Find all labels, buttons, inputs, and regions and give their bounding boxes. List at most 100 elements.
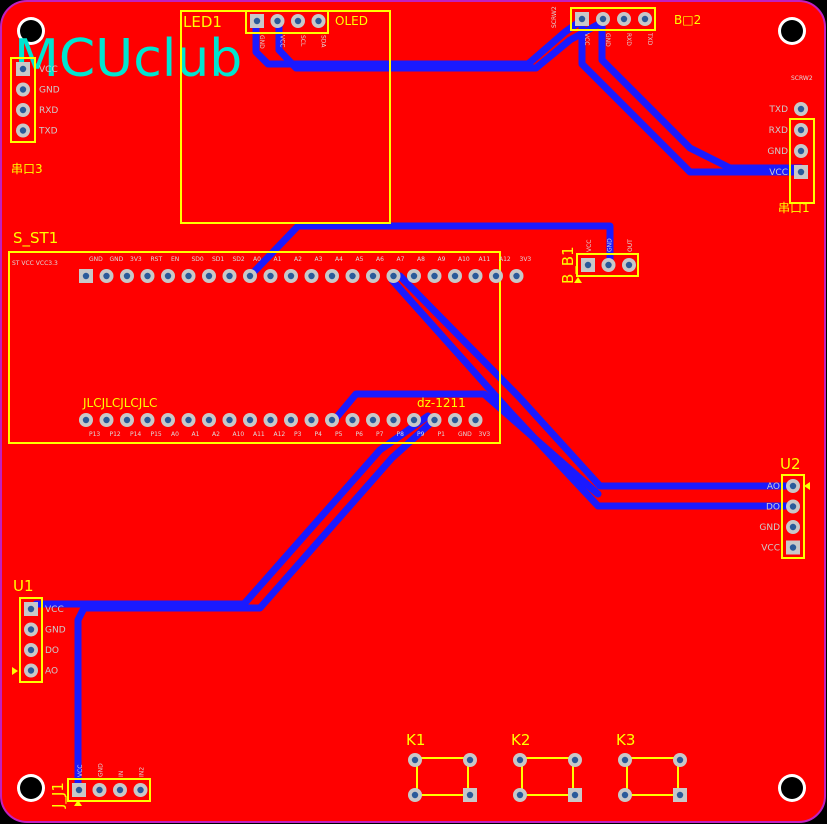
uart2-pad-4 xyxy=(638,12,652,26)
j-j1-label-2: GND xyxy=(98,763,105,777)
uart3-label-3: RXD xyxy=(39,106,58,116)
mcu-bottom-pad-6 xyxy=(181,413,196,427)
j-j1-label-1: VCC xyxy=(77,765,84,777)
u2-label-2: DO xyxy=(766,503,780,513)
uart3-pad-3 xyxy=(16,103,30,117)
buzzer-pad-3 xyxy=(622,258,636,272)
j-j1-pin1-marker xyxy=(74,800,82,806)
u2-pad-4 xyxy=(786,540,800,555)
u1-label-2: GND xyxy=(45,626,66,636)
uart3-pad-1 xyxy=(16,62,30,76)
button-k2-ref: K2 xyxy=(511,731,530,749)
u2-label-4: VCC xyxy=(761,544,780,554)
button-k1-outline xyxy=(415,757,470,796)
button-k3[interactable]: K3 xyxy=(616,731,687,802)
mcu-top-label-10: A1 xyxy=(274,256,282,263)
uart2-pad-2 xyxy=(596,12,610,26)
button-k1[interactable]: K1 xyxy=(406,731,477,802)
mcu-bottom-pad-3 xyxy=(120,413,134,427)
mcu-bottom-label-17: P9 xyxy=(417,431,425,438)
j-j1-ref: J_J1 xyxy=(49,782,68,809)
uart1-label-3: GND xyxy=(767,147,788,157)
mcu-bottom-pad-16 xyxy=(386,413,401,427)
mcu-top-label-21: A12 xyxy=(499,256,511,263)
mcu-top-pad-12 xyxy=(304,269,319,283)
mcu-top-pad-4 xyxy=(140,269,155,283)
button-k1-pad-1 xyxy=(408,753,422,767)
mcu-bottom-label-19: GND xyxy=(458,431,472,438)
mcu-top-pad-3 xyxy=(120,269,134,283)
button-k2[interactable]: K2 xyxy=(511,731,582,802)
uart2-small-label: SCRW2 xyxy=(551,6,558,28)
mcu-bottom-pad-5 xyxy=(161,413,175,427)
mcu-bottom-label-10: A12 xyxy=(274,431,286,438)
mcu-top-pad-11 xyxy=(284,269,298,283)
button-k1-pad-2 xyxy=(463,753,477,767)
mcu-top-label-16: A7 xyxy=(397,256,405,263)
mcu-bottom-label-7: A2 xyxy=(212,431,220,438)
uart1-pad-4 xyxy=(794,165,808,179)
mcu-bottom-pad-1 xyxy=(79,413,93,427)
mcu-bottom-pad-14 xyxy=(345,413,360,427)
mcu-top-label-12: A3 xyxy=(315,256,323,263)
mcu-top-pad-21 xyxy=(489,269,503,283)
mcu-top-pad-19 xyxy=(448,269,462,283)
mcu-bottom-pad-19 xyxy=(448,413,462,427)
mcu-top-pad-10 xyxy=(263,269,278,283)
mcu-top-label-7: SD1 xyxy=(212,256,224,263)
mcu-bottom-label-6: A1 xyxy=(192,431,200,438)
mcu-bottom-label-3: P14 xyxy=(130,431,141,438)
button-k1-pad-4 xyxy=(463,788,477,802)
button-k2-pad-2 xyxy=(568,753,582,767)
uart3-label-4: TXD xyxy=(38,127,58,137)
mcu-top-label-4: RST xyxy=(151,256,163,263)
uart2-pad-3 xyxy=(617,12,631,26)
mcu-bottom-label-18: P1 xyxy=(438,431,446,438)
mcu-bottom-label-12: P4 xyxy=(315,431,323,438)
mcu-top-label-6: SD0 xyxy=(192,256,204,263)
mcu-top-pad-22 xyxy=(509,269,524,283)
uart3-ref: 串口3 xyxy=(11,162,43,176)
buzzer-pad-1 xyxy=(581,258,595,272)
uart2-label-4: TXD xyxy=(646,32,653,46)
mcu-top-pad-13 xyxy=(325,269,339,283)
mcu-top-pad-15 xyxy=(366,269,380,283)
tact-buttons: K1 K2 K3 xyxy=(406,731,687,802)
mcu-bottom-pad-11 xyxy=(284,413,298,427)
mcu-bottom-label-4: P15 xyxy=(151,431,162,438)
uart1-label-2: RXD xyxy=(769,126,788,136)
mcu-top-pad-14 xyxy=(345,269,360,283)
uart1-pad-3 xyxy=(794,144,808,158)
mcu-top-pad-20 xyxy=(468,269,483,283)
mcu-top-pad-7 xyxy=(202,269,216,283)
mcu-top-pad-2 xyxy=(99,269,114,283)
mcu-bottom-pad-7 xyxy=(202,413,216,427)
u2-ref: U2 xyxy=(780,455,801,473)
mcu-bottom-pad-10 xyxy=(263,413,278,427)
u1-label-4: AO xyxy=(45,667,58,677)
u2-pad-1 xyxy=(786,479,800,493)
u1-label-1: VCC xyxy=(45,605,64,615)
mcu-bottom-pad-4 xyxy=(140,413,155,427)
uart2-label-3: RXD xyxy=(625,33,632,46)
u1-label-3: DO xyxy=(45,646,59,656)
mcu-top-label-3: 3V3 xyxy=(130,256,142,263)
oled-pad-4 xyxy=(311,14,326,28)
led1-ref: LED1 xyxy=(183,13,222,31)
u2-pad-2 xyxy=(786,499,800,514)
mcu-bottom-label-14: P6 xyxy=(356,431,364,438)
mcu-bottom-label-8: A10 xyxy=(233,431,245,438)
mcu-top-pad-6 xyxy=(181,269,196,283)
mcu-top-label-15: A6 xyxy=(376,256,384,263)
mcu-bottom-pad-13 xyxy=(325,413,339,427)
mcu-top-pad-1 xyxy=(79,269,93,283)
